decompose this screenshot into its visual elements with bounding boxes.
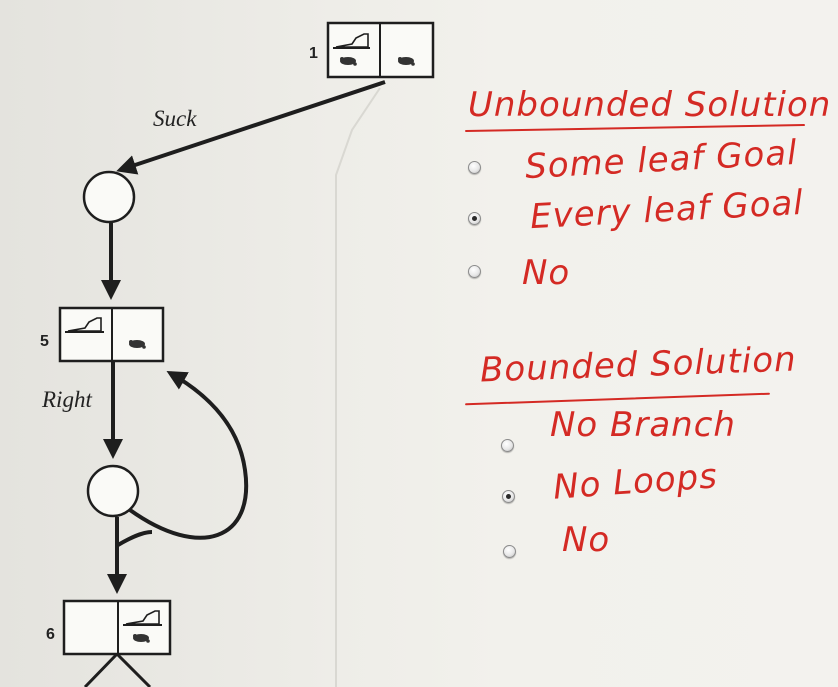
dirt-icon [129, 340, 146, 349]
radio-button-selected[interactable] [468, 212, 481, 225]
vacuum-icon [65, 317, 104, 333]
state-number-5: 5 [40, 333, 49, 350]
unbounded-solution-title: Unbounded Solution [468, 85, 832, 125]
and-arc [116, 530, 153, 547]
paper-fold-line [335, 87, 381, 687]
edge-label-suck: Suck [153, 106, 197, 131]
radio-button[interactable] [501, 439, 514, 452]
branch-right [115, 652, 152, 687]
state-number-1: 1 [309, 45, 318, 62]
vacuum-icon [333, 33, 370, 49]
suck-arrow [116, 80, 386, 175]
and-node-circle [86, 464, 140, 518]
dirt-icon [398, 57, 415, 66]
state-box-5 [58, 306, 165, 363]
state-box-1 [326, 21, 435, 79]
edge-label-right: Right [42, 387, 92, 412]
dirt-icon [133, 634, 150, 643]
radio-button[interactable] [468, 161, 481, 174]
vacuum-icon [123, 610, 162, 626]
radio-button[interactable] [468, 265, 481, 278]
state-box-6 [62, 599, 172, 656]
state-number-6: 6 [46, 626, 55, 643]
loop-back-arrow [128, 371, 249, 540]
radio-button[interactable] [503, 545, 516, 558]
option-label: No Branch [550, 405, 736, 445]
radio-button-selected[interactable] [502, 490, 515, 503]
option-label: No [562, 520, 611, 560]
option-label: No [522, 253, 571, 293]
and-node-circle [82, 170, 136, 224]
dirt-icon [340, 57, 357, 66]
branch-left [83, 652, 119, 687]
